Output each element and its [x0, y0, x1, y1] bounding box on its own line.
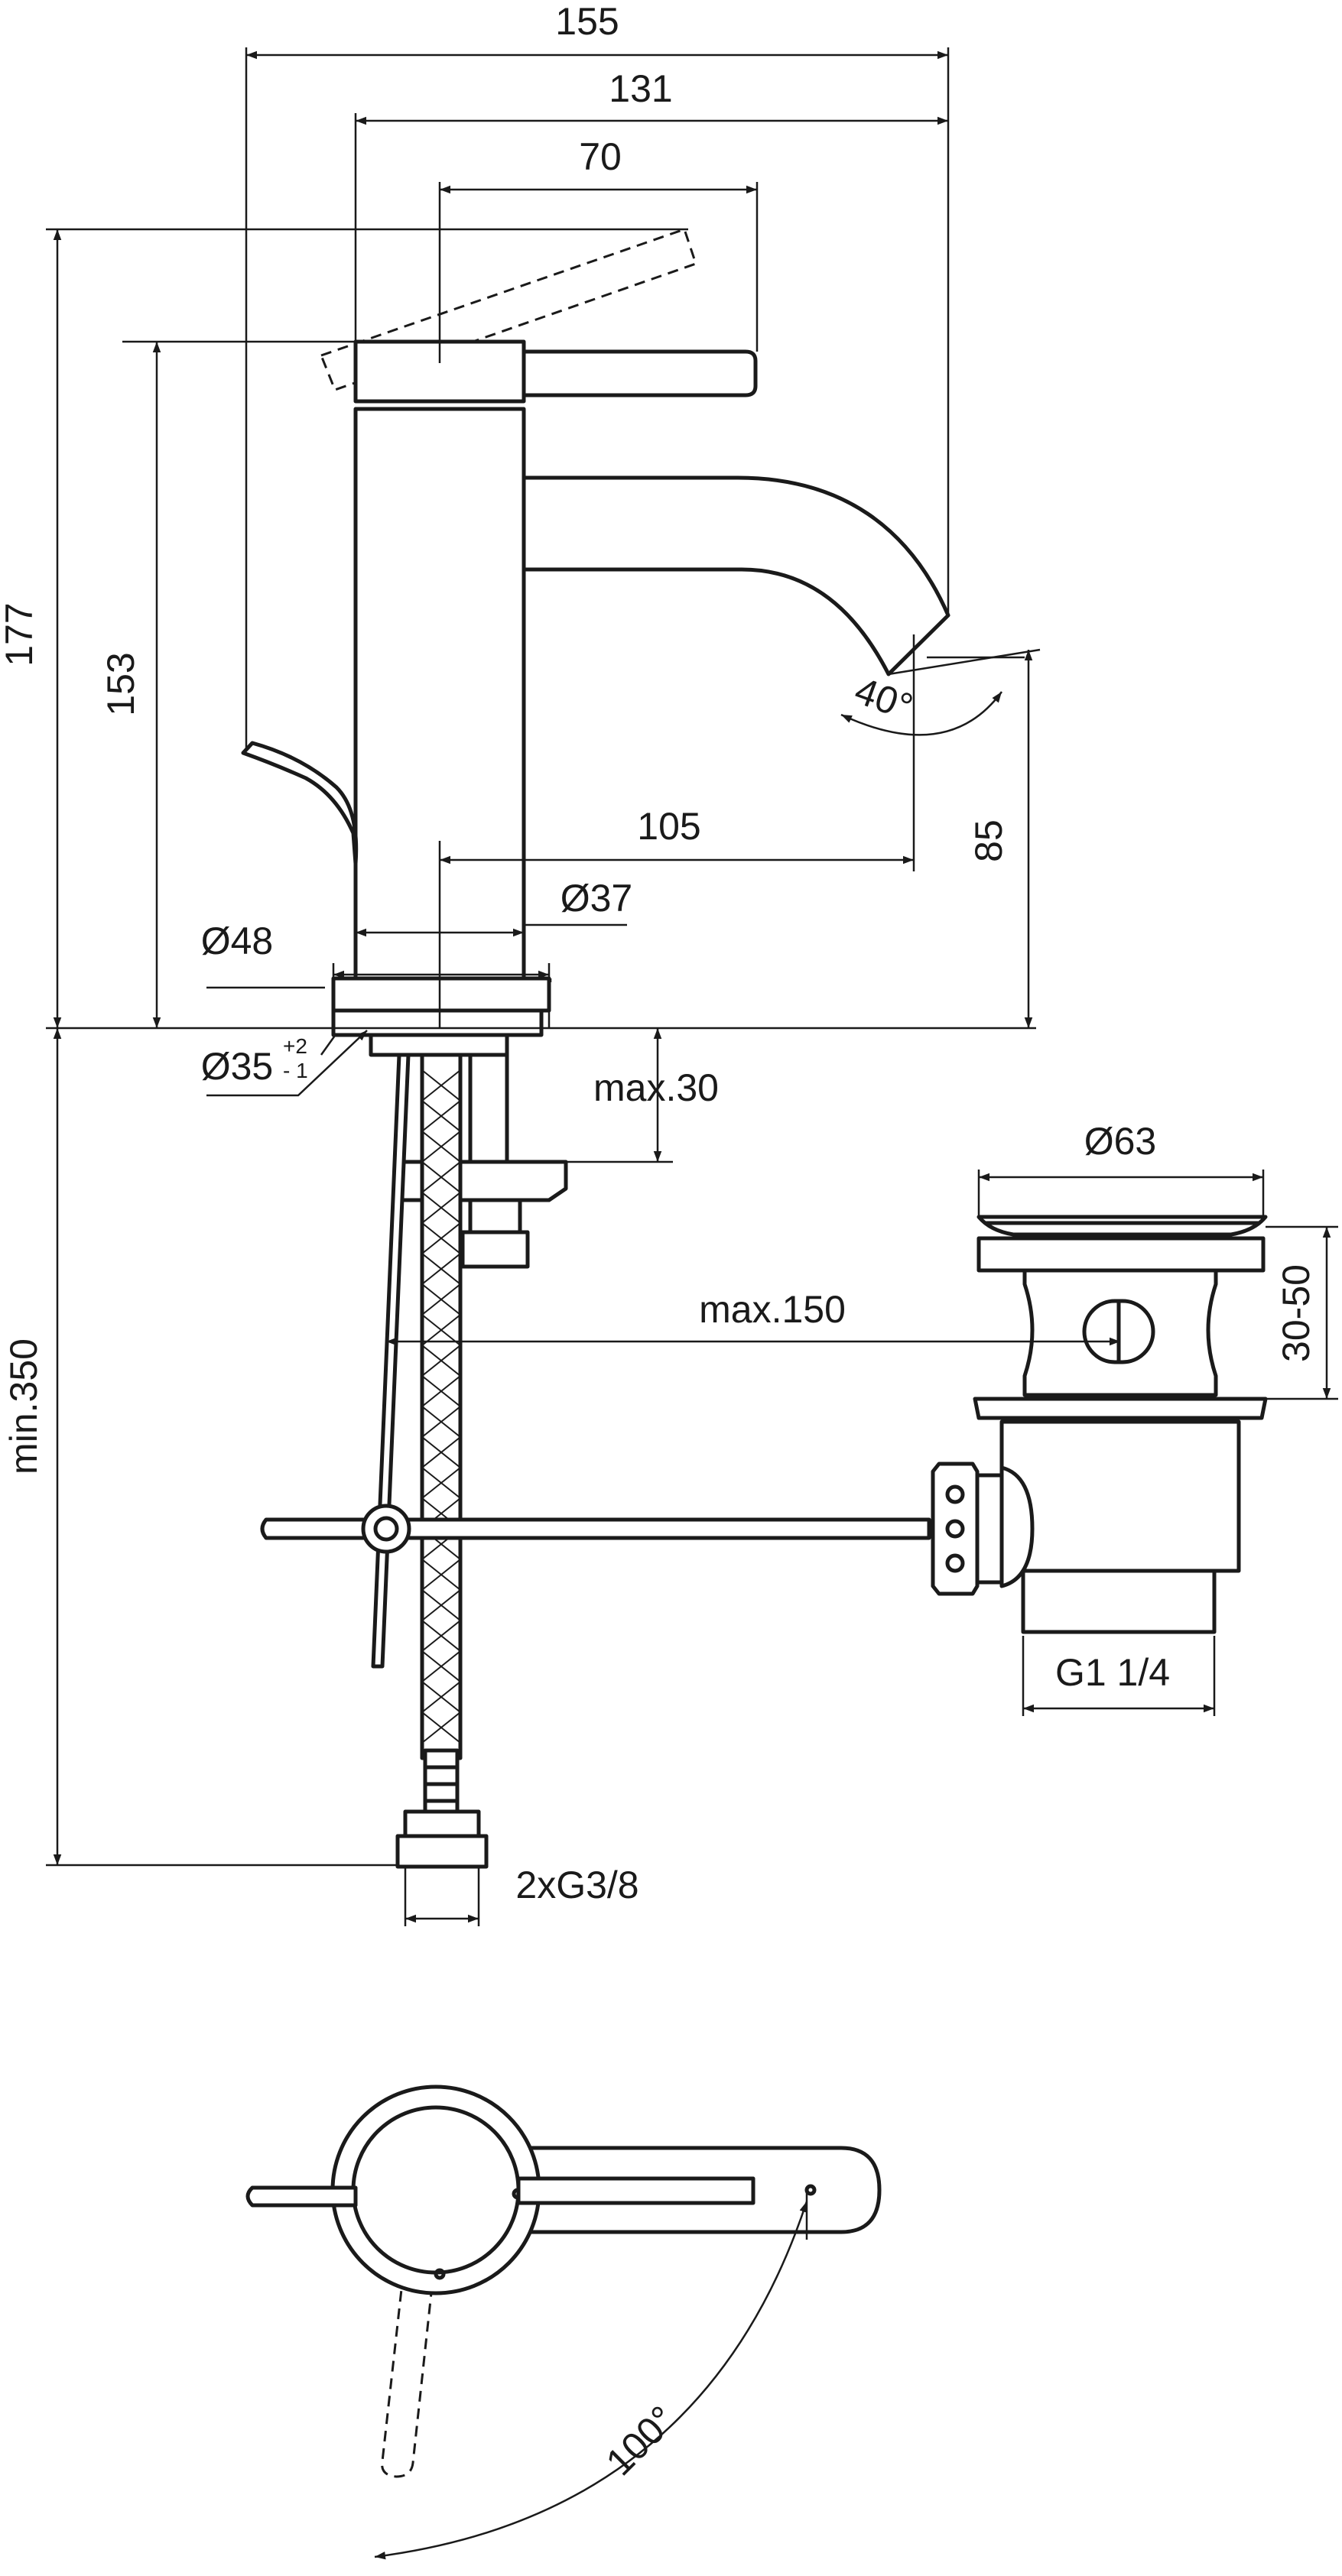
lever-open-position — [320, 228, 697, 391]
dim-waste-thread: G1 1/4 — [1055, 1651, 1170, 1694]
lever — [522, 349, 758, 397]
lift-rod — [371, 1053, 411, 1669]
dim-spout-height: 85 — [967, 819, 1010, 862]
dim-rod-length: max.150 — [699, 1288, 846, 1331]
base-stud — [369, 1033, 509, 1057]
drain-gland-nut — [931, 1462, 1004, 1596]
fixing-nut — [468, 1198, 522, 1234]
spout — [522, 475, 950, 676]
dim-hose-connection: 2xG3/8 — [515, 1864, 639, 1906]
dim-hole-diameter: Ø35 — [201, 1045, 274, 1088]
dim-lever-length: 70 — [579, 135, 622, 178]
dim-overall-width: 155 — [555, 0, 619, 43]
fixing-nut-lower — [460, 1230, 530, 1269]
dim-lever-to-spout: 131 — [609, 67, 672, 110]
braided-hose — [420, 1053, 463, 1760]
body-circle — [351, 2105, 521, 2275]
dim-base-diameter: Ø48 — [201, 920, 274, 962]
pop-up-rod — [241, 741, 359, 866]
dim-swivel-angle: 100° — [598, 2398, 684, 2484]
dim-body-diameter: Ø37 — [561, 877, 633, 920]
drain-body-lower — [999, 1419, 1241, 1573]
dim-spout-projection: 105 — [637, 805, 700, 848]
drain-ring-top — [976, 1236, 1266, 1273]
mounting-stem — [468, 1053, 509, 1176]
dim-drain-top-diameter: Ø63 — [1084, 1120, 1157, 1163]
lever-top — [245, 2185, 358, 2208]
pivot-rod — [260, 1504, 931, 1554]
dim-body-height: 153 — [99, 652, 142, 715]
hose-fitting — [395, 1748, 489, 1869]
dim-hole-tolerance-minus: - 1 — [283, 1059, 308, 1082]
faucet-top-view — [245, 2084, 882, 2478]
dim-hose-length: min.350 — [2, 1338, 45, 1475]
drain-tail — [1021, 1569, 1217, 1634]
faucet-base — [331, 976, 551, 1013]
drain-flange — [976, 1215, 1268, 1237]
dim-deck-thickness: max.30 — [593, 1066, 719, 1109]
drain-ring-lower — [973, 1397, 1268, 1420]
dim-spout-angle: 40° — [850, 669, 918, 728]
dim-overall-height: 177 — [0, 602, 41, 666]
dim-drain-height-range: 30-50 — [1275, 1264, 1318, 1362]
base-washer — [331, 1008, 544, 1037]
dimension-lines — [46, 47, 1338, 2560]
waste-drain — [931, 1215, 1268, 1634]
dim-hole-tolerance-plus: +2 — [283, 1034, 307, 1058]
drain-side-bulge — [999, 1465, 1035, 1588]
